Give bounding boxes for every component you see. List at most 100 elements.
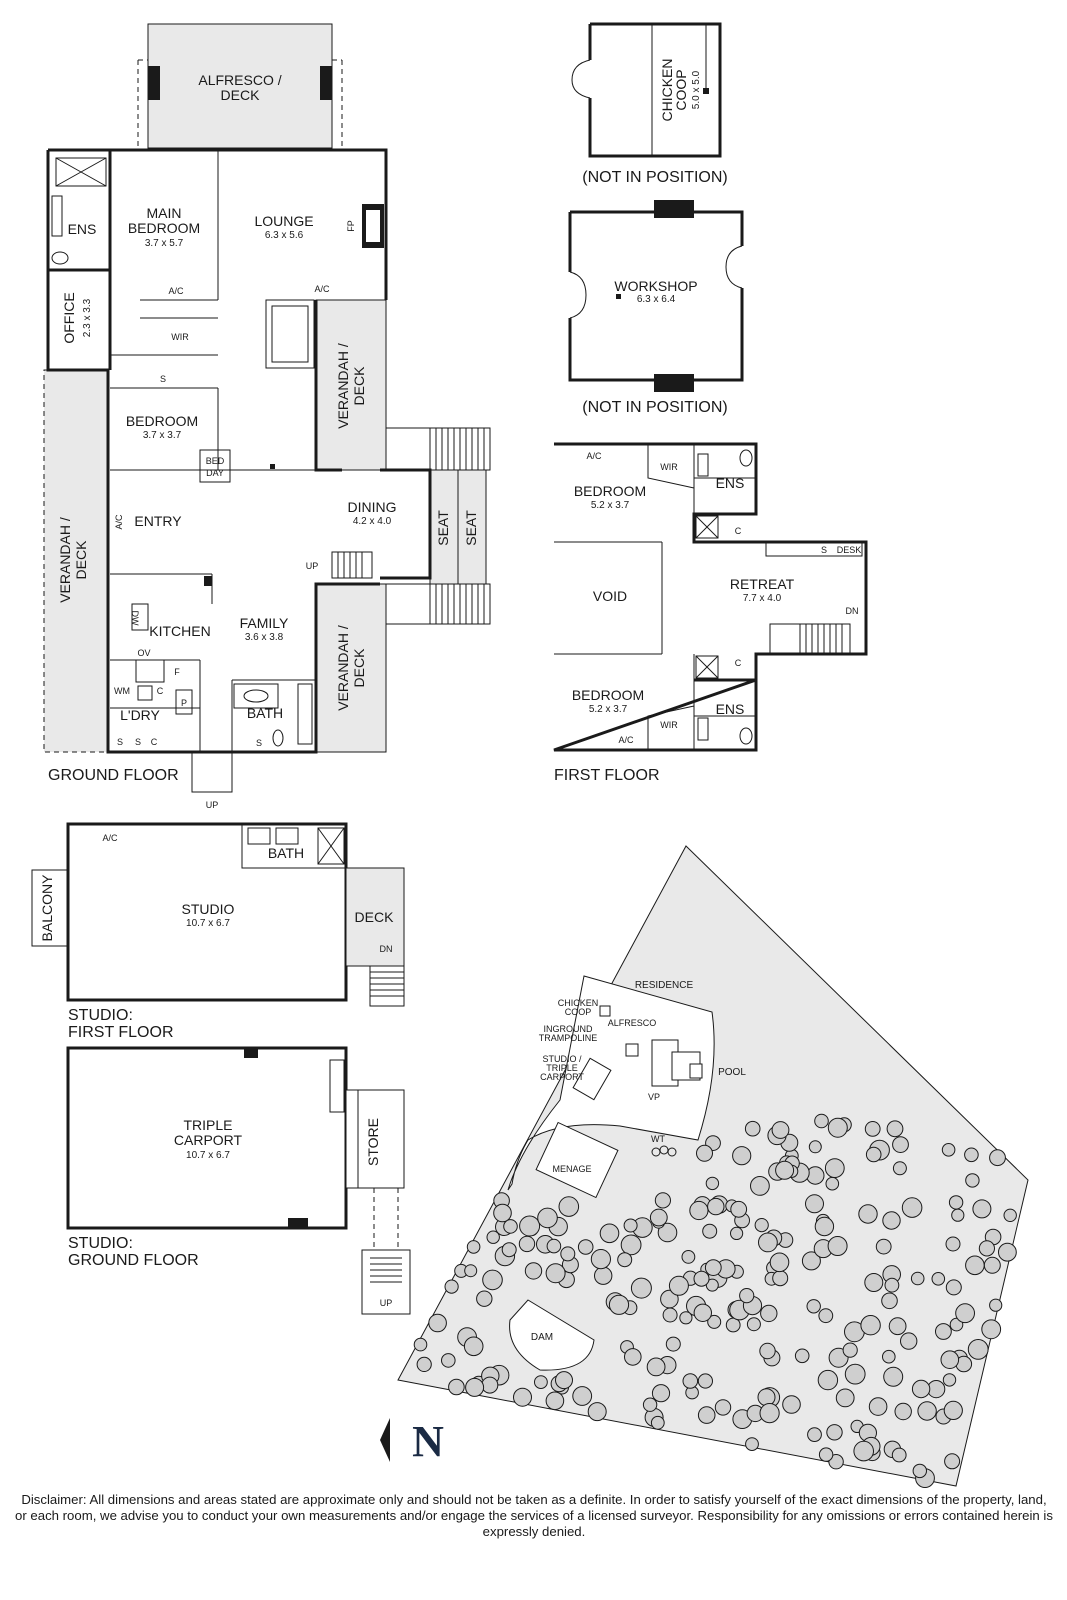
tree-icon	[545, 1263, 566, 1284]
tree-icon	[558, 1196, 580, 1217]
tree-icon	[978, 1240, 996, 1257]
tree-icon	[853, 1440, 875, 1462]
shelf-label-1: S	[117, 737, 123, 747]
tree-icon	[503, 1219, 518, 1234]
ff-wir-label-bottom: WIR	[660, 720, 678, 730]
site-studio-label: STUDIO /	[542, 1054, 582, 1064]
tree-icon	[892, 1161, 907, 1176]
tree-icon	[942, 1373, 957, 1387]
tree-icon	[413, 1337, 428, 1352]
ff-desk-label: DESK	[837, 545, 862, 555]
tree-icon	[714, 1399, 732, 1416]
tree-icon	[955, 1303, 975, 1324]
tree-icon	[646, 1357, 666, 1377]
ff-retreat-dim: 7.7 x 4.0	[743, 593, 782, 604]
studio-ground-floor-plan: TRIPLE CARPORT 10.7 x 6.7 STORE UP STUDI…	[66, 1046, 411, 1315]
ff-wir-label-top: WIR	[660, 462, 678, 472]
studio-ground-title-2: GROUND FLOOR	[68, 1252, 199, 1269]
oven-label: OV	[137, 648, 150, 658]
tree-icon	[745, 1437, 759, 1451]
tree-icon	[825, 1176, 840, 1191]
tree-icon	[935, 1323, 952, 1340]
carport-label-2: CARPORT	[174, 1132, 243, 1148]
tree-icon	[590, 1249, 612, 1270]
tree-icon	[945, 1279, 962, 1296]
tree-icon	[948, 1195, 964, 1210]
tree-icon	[860, 1315, 881, 1336]
ff-ac-label-bottom: A/C	[618, 735, 634, 745]
tree-icon	[466, 1240, 481, 1254]
day-bed-label: BED	[206, 456, 225, 466]
tree-icon	[931, 1272, 946, 1286]
site-trampoline-label: INGROUND	[544, 1024, 593, 1034]
lounge-label: LOUNGE	[254, 213, 313, 229]
ff-ac-label-top: A/C	[586, 451, 602, 461]
outbuildings: CHICKEN COOP 5.0 x 5.0 (NOT IN POSITION)…	[568, 22, 744, 416]
tree-icon	[654, 1192, 672, 1209]
first-floor-title: FIRST FLOOR	[554, 767, 660, 784]
tree-icon	[493, 1203, 512, 1223]
post	[320, 66, 332, 100]
tree-icon	[864, 1121, 881, 1137]
seat-label-2: SEAT	[463, 510, 479, 546]
tree-icon	[739, 1288, 755, 1304]
dw-label: DW	[130, 611, 140, 626]
tree-icon	[771, 1121, 790, 1139]
tree-icon	[730, 1200, 748, 1218]
seat-label-1: SEAT	[435, 510, 451, 546]
site-pool-label: POOL	[718, 1067, 746, 1078]
tree-icon	[842, 1342, 858, 1358]
day-bed-label-2: DAY	[206, 468, 224, 478]
stair-ground	[331, 551, 373, 579]
tree-icon	[642, 1397, 658, 1412]
tree-icon	[775, 1160, 795, 1180]
tree-icon	[697, 1406, 716, 1424]
tree-icon	[693, 1270, 710, 1287]
tree-icon	[805, 1194, 824, 1214]
tree-icon	[650, 1415, 665, 1430]
up-label-entry: UP	[206, 800, 219, 810]
tree-icon	[807, 1427, 822, 1442]
tree-icon	[682, 1373, 699, 1389]
tree-icon	[965, 1255, 985, 1276]
stair-first-floor	[769, 623, 851, 655]
tree-icon	[428, 1313, 447, 1333]
tree-icon	[940, 1350, 960, 1369]
tree-icon	[444, 1279, 459, 1294]
tree-icon	[577, 1239, 594, 1255]
washing-machine-label: WM	[114, 686, 130, 696]
tree-icon	[944, 1453, 961, 1470]
tree-icon	[760, 1304, 778, 1323]
ff-ens-label-top: ENS	[716, 475, 745, 491]
site-alfresco-label: ALFRESCO	[608, 1018, 657, 1028]
tree-icon	[657, 1222, 678, 1243]
tree-icon	[881, 1292, 898, 1310]
tree-icon	[464, 1264, 478, 1278]
ac-label-entry: A/C	[114, 514, 124, 530]
workshop-label: WORKSHOP	[614, 278, 697, 294]
tree-icon	[546, 1238, 562, 1254]
chicken-coop-dim: 5.0 x 5.0	[691, 70, 702, 109]
tree-icon	[835, 1388, 855, 1408]
tree-icon	[750, 1176, 770, 1196]
ff-retreat-label: RETREAT	[730, 576, 795, 592]
wir-label: WIR	[171, 332, 189, 342]
bedroom-dim: 3.7 x 3.7	[143, 430, 182, 441]
tree-icon	[965, 1173, 980, 1188]
bath-shelf-label: S	[256, 738, 262, 748]
studio-ground-title: STUDIO:	[68, 1235, 133, 1252]
tree-icon	[945, 1236, 961, 1252]
tree-icon	[519, 1215, 541, 1237]
alfresco-label-2: DECK	[221, 87, 261, 103]
ac-label: A/C	[168, 286, 184, 296]
tree-icon	[758, 1232, 778, 1253]
up-label-stair: UP	[306, 561, 319, 571]
studio-bath-label: BATH	[268, 845, 304, 861]
main-bedroom-label-2: BEDROOM	[128, 220, 200, 236]
disclaimer: Disclaimer: All dimensions and areas sta…	[15, 1492, 1053, 1539]
tree-icon	[989, 1149, 1006, 1167]
tree-icon	[594, 1266, 613, 1285]
tree-icon	[524, 1262, 543, 1280]
studio-up-stairs	[361, 1249, 411, 1315]
